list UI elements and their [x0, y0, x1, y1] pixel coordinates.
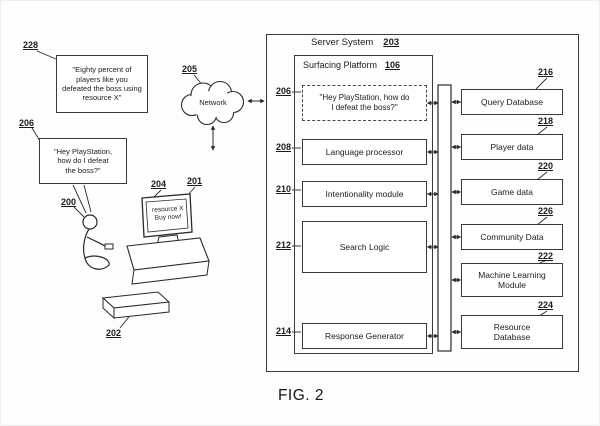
db-machine-learning-label: Machine Learning Module [478, 269, 546, 290]
ref-216: 216 [538, 67, 554, 77]
ref-212: 212 [275, 240, 291, 250]
db-game-data-label: Game data [490, 186, 534, 197]
db-resource-database-label: Resource Database [493, 321, 531, 342]
db-machine-learning: Machine Learning Module [461, 263, 563, 297]
ref-228: 228 [23, 40, 39, 50]
db-player-data: Player data [461, 134, 563, 160]
ref-218: 218 [538, 116, 554, 126]
db-resource-database: Resource Database [461, 315, 563, 349]
module-response-generator: Response Generator [302, 323, 427, 349]
ref-226: 226 [538, 206, 554, 216]
module-utterance-label: "Hey PlayStation, how do I defeat the bo… [319, 93, 410, 112]
ref-106: 106 [385, 60, 401, 70]
surfacing-platform-title: Surfacing Platform 106 [303, 60, 400, 70]
module-search-logic: Search Logic [302, 221, 427, 273]
module-language-processor-label: Language processor [325, 146, 404, 157]
network-label: Network [199, 98, 227, 107]
ref-206-module: 206 [275, 86, 291, 96]
module-search-logic-label: Search Logic [339, 241, 390, 252]
speech-bubble-question: "Hey PlayStation, how do I defeat the bo… [39, 138, 127, 184]
module-response-generator-label: Response Generator [325, 330, 404, 341]
ref-224: 224 [538, 300, 554, 310]
db-community-data-label: Community Data [480, 231, 544, 242]
ref-208: 208 [275, 142, 291, 152]
surfacing-platform-box [294, 55, 433, 354]
figure-caption: FIG. 2 [277, 387, 325, 404]
ref-202: 202 [106, 328, 122, 338]
module-utterance-box: "Hey PlayStation, how do I defeat the bo… [302, 85, 427, 121]
module-intentionality: Intentionality module [302, 181, 427, 207]
ref-220: 220 [538, 161, 554, 171]
tv-screen-text: resource X Buy now! [151, 205, 184, 222]
ref-203: 203 [383, 37, 400, 48]
module-intentionality-label: Intentionality module [325, 188, 404, 199]
ref-210: 210 [275, 184, 291, 194]
ref-206-scene: 206 [19, 118, 35, 128]
server-system-box [266, 34, 579, 372]
ref-201: 201 [187, 176, 203, 186]
surfacing-platform-title-text: Surfacing Platform [303, 60, 378, 70]
server-system-title-text: Server System [311, 37, 374, 48]
data-bus-bar [437, 84, 452, 352]
db-player-data-label: Player data [490, 141, 534, 152]
module-language-processor: Language processor [302, 139, 427, 165]
player-figure-icon [82, 214, 114, 270]
ref-204: 204 [151, 179, 167, 189]
db-game-data: Game data [461, 179, 563, 205]
ref-214: 214 [275, 326, 291, 336]
network-cloud-icon [180, 80, 245, 126]
db-community-data: Community Data [461, 224, 563, 250]
db-query-database-label: Query Database [481, 96, 543, 107]
ref-222: 222 [538, 251, 554, 261]
ref-200: 200 [61, 197, 77, 207]
game-console-icon [101, 291, 171, 320]
server-system-title: Server System 203 [311, 37, 399, 48]
desk-icon [126, 237, 210, 285]
speech-bubble-advice: "Eighty percent of players like you defe… [56, 55, 148, 113]
ref-205: 205 [182, 64, 198, 74]
db-query-database: Query Database [461, 89, 563, 115]
